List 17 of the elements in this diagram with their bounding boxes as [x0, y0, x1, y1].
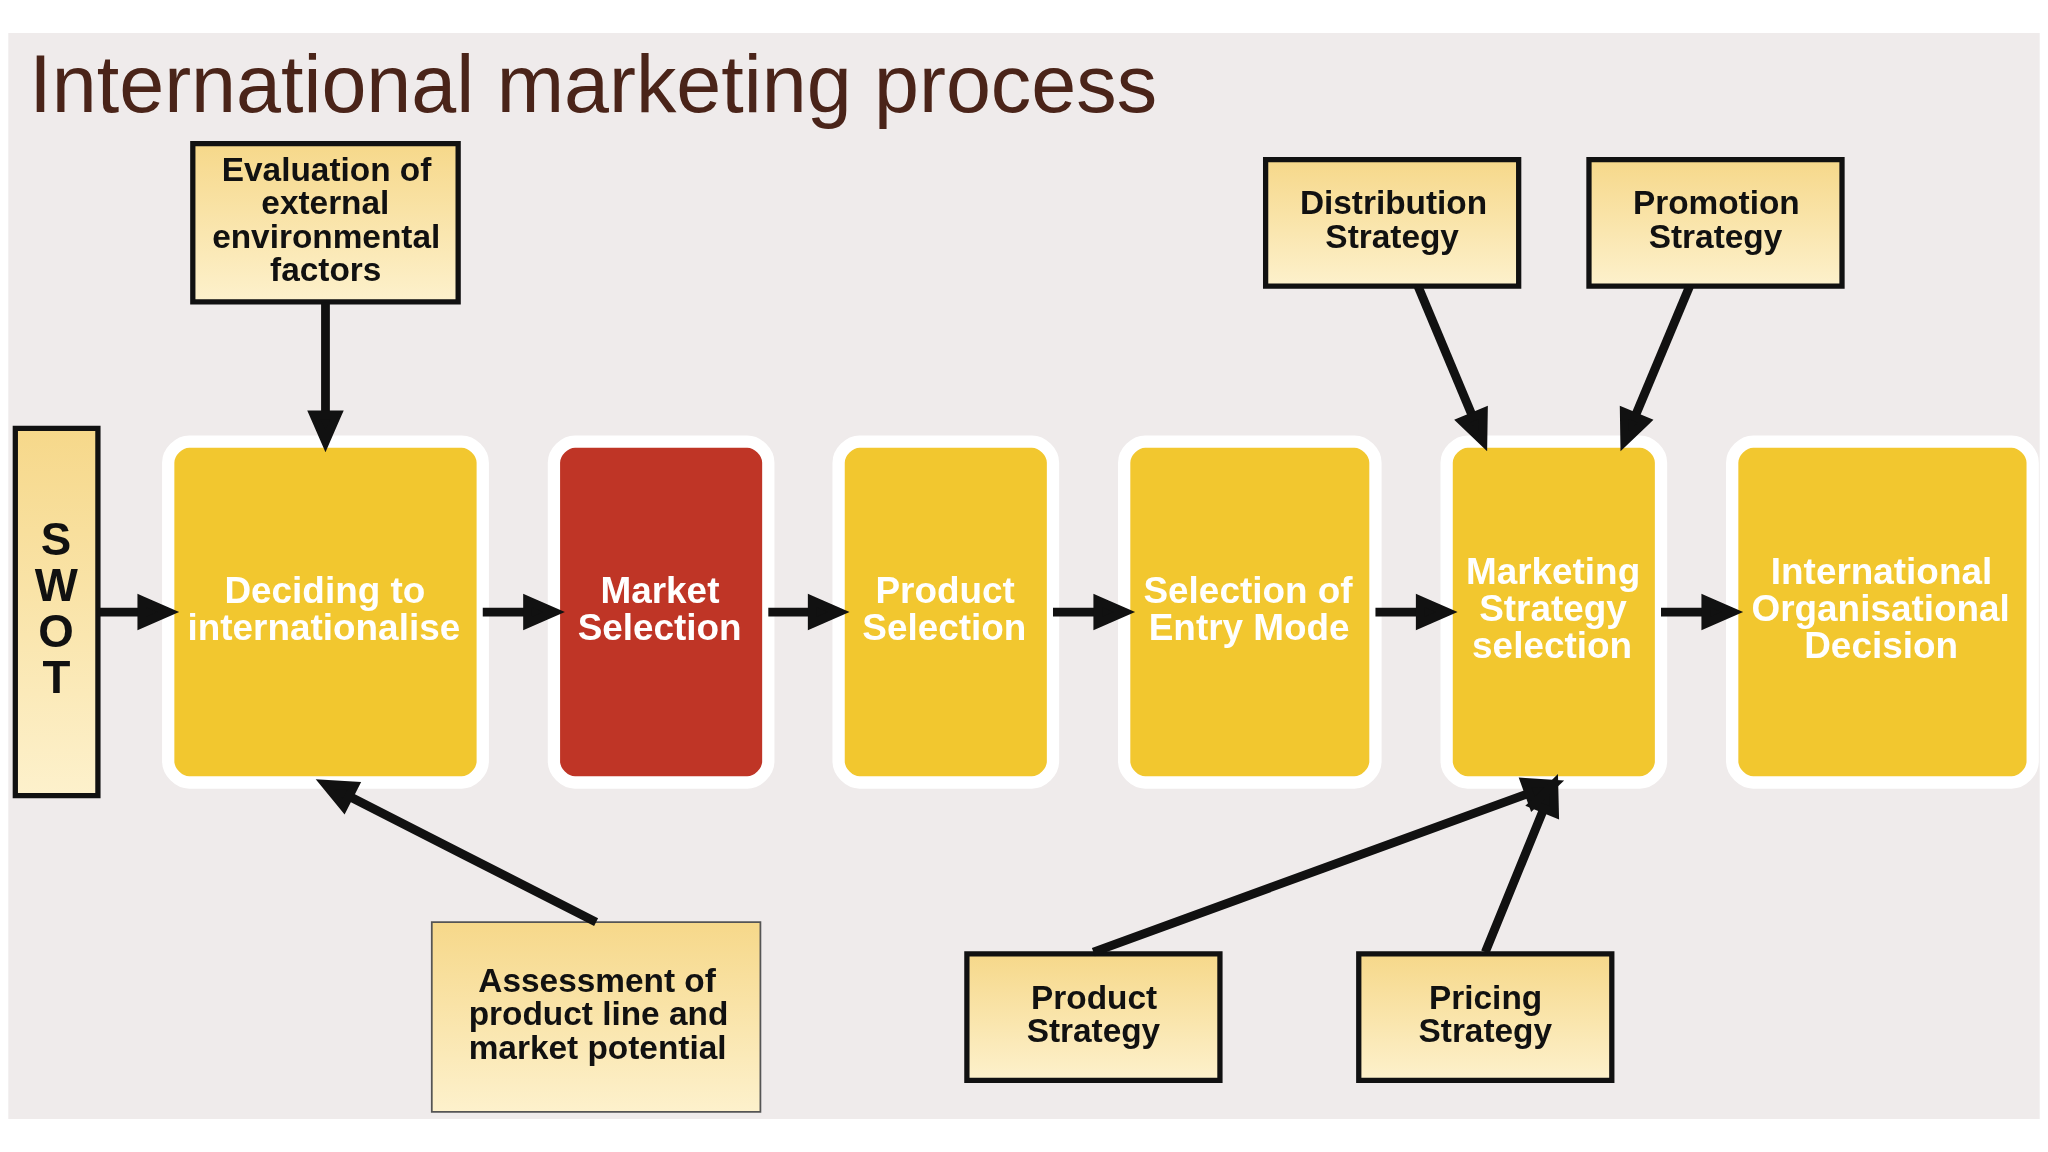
node-box: Marketing Strategy selection [1440, 435, 1668, 789]
node-box: S W O T [12, 425, 101, 799]
arrow [307, 302, 344, 453]
node-box: Distribution Strategy [1263, 156, 1522, 289]
node-box: Promotion Strategy [1586, 156, 1845, 289]
node-box: Market Selection [547, 435, 775, 789]
arrow [315, 779, 599, 927]
diagram-title: International marketing process [29, 38, 1158, 129]
node-box: International Organisational Decision [1726, 435, 2039, 789]
arrow [1481, 774, 1560, 954]
node-box: Pricing Strategy [1356, 951, 1615, 1083]
node-box: Selection of Entry Mode [1118, 435, 1382, 789]
node-box: Assessment of product line and market potential [430, 921, 762, 1113]
node-box: Product Selection [832, 435, 1060, 789]
node-box: Evaluation of external environmental factors [190, 141, 461, 305]
node-box: Product Strategy [964, 951, 1223, 1083]
node-box: Deciding to internationalise [162, 435, 489, 789]
